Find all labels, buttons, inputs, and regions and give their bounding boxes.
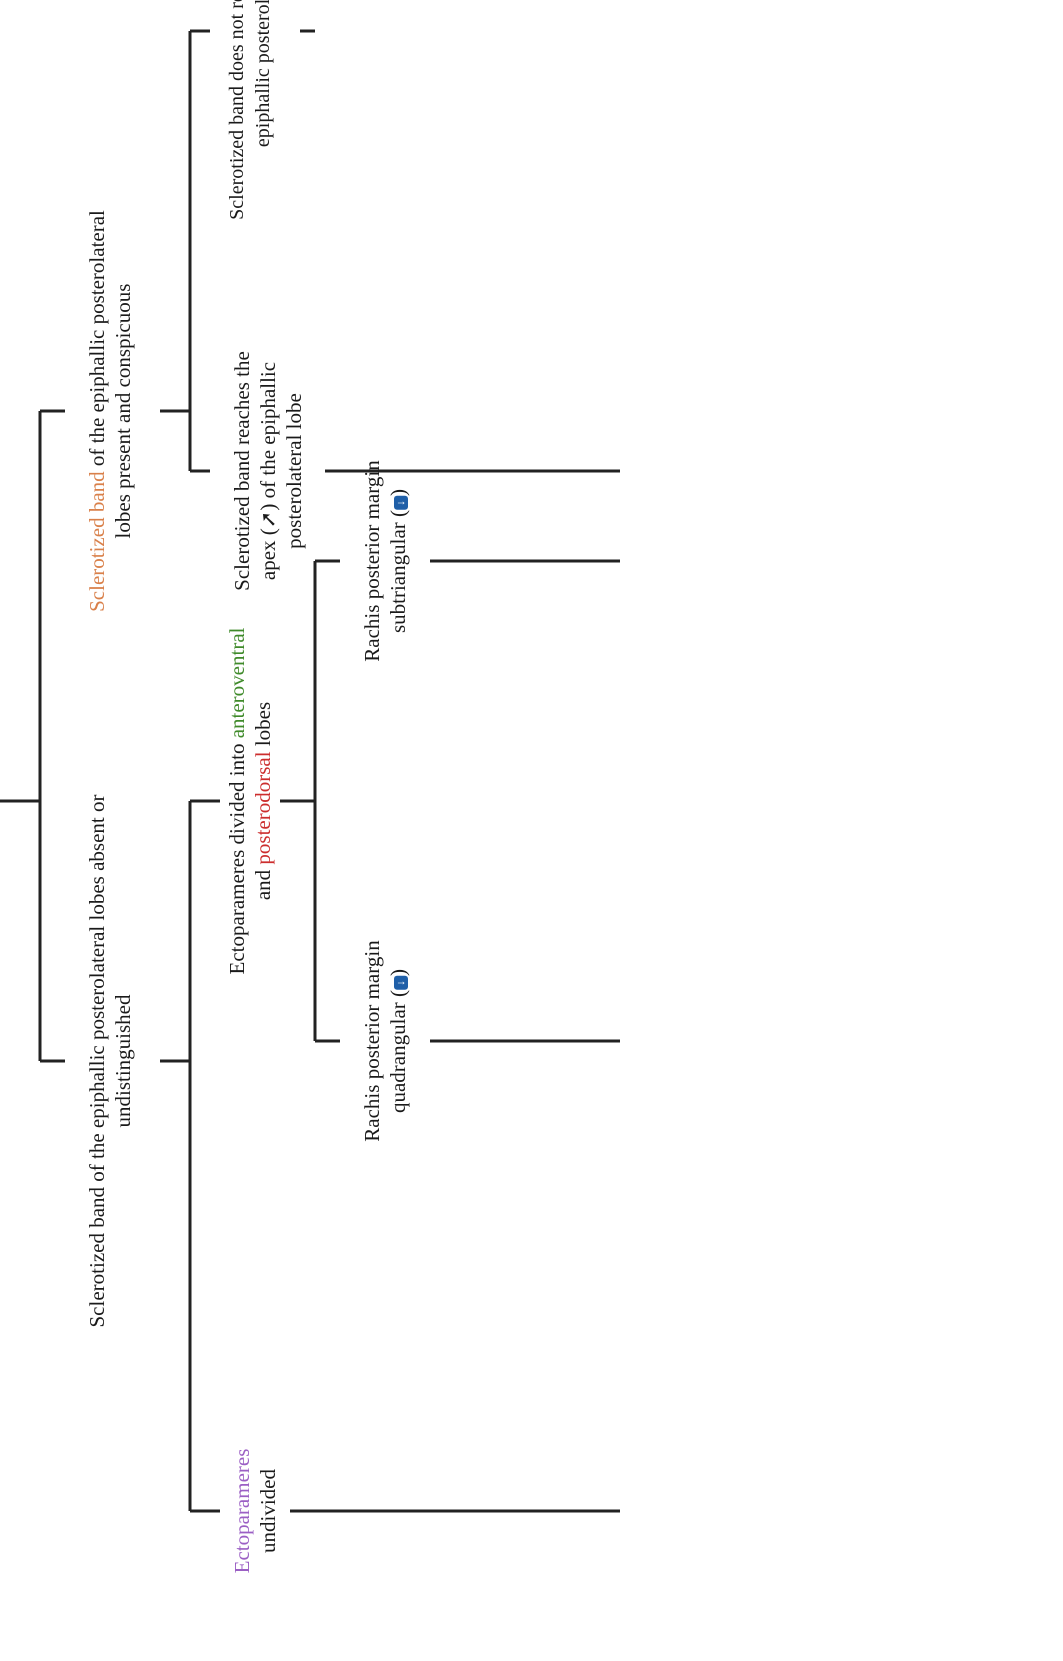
subtriangular-text: subtriangular ( bbox=[386, 510, 410, 633]
subtriangular-line1: Rachis posterior margin bbox=[359, 460, 385, 661]
not-reach-line2: epiphallic posterolateral lobe bbox=[250, 0, 276, 220]
node-band-present-rest: of the epiphallic posterolateral bbox=[85, 210, 109, 471]
reaches-line3: posterolateral lobe bbox=[281, 351, 307, 591]
quadrangular-text: quadrangular ( bbox=[386, 990, 410, 1113]
subtriangular-close: ) bbox=[386, 489, 410, 496]
node-quadrangular: Rachis posterior margin quadrangular (↓) bbox=[359, 940, 411, 1141]
lobes-text: lobes bbox=[251, 702, 275, 752]
reaches-line1: Sclerotized band reaches the bbox=[229, 351, 255, 591]
black-arrow-icon: ➚ bbox=[256, 511, 280, 529]
reaches-line2: apex (➚) of the epiphallic bbox=[255, 351, 281, 591]
node-not-reach: Sclerotized band does not reach the apex… bbox=[224, 0, 276, 220]
node-subtriangular: Rachis posterior margin subtriangular (↓… bbox=[359, 460, 411, 661]
quadrangular-line2: quadrangular (↓) bbox=[385, 940, 411, 1141]
node-divided-line1: Ectoparameres divided into anteroventral bbox=[224, 628, 250, 975]
posterodorsal-label: posterodorsal bbox=[251, 751, 275, 864]
blue-arrow-icon: ↓ bbox=[394, 976, 408, 990]
node-band-present-line2: lobes present and conspicuous bbox=[110, 210, 136, 612]
node-band-present-line1: Sclerotized band of the epiphallic poste… bbox=[84, 210, 110, 612]
quadrangular-line1: Rachis posterior margin bbox=[359, 940, 385, 1141]
not-reach-line1: Sclerotized band does not reach the apex… bbox=[224, 0, 250, 220]
undivided-label: undivided bbox=[255, 1449, 281, 1574]
node-band-absent: Sclerotized band of the epiphallic poste… bbox=[84, 781, 136, 1341]
node-divided: Ectoparameres divided into anteroventral… bbox=[224, 628, 276, 975]
node-band-absent-line: Sclerotized band of the epiphallic poste… bbox=[84, 781, 136, 1341]
sclerotized-band-label: Sclerotized band bbox=[85, 471, 109, 612]
ectoparameres-label: Ectoparameres bbox=[229, 1449, 255, 1574]
blue-arrow-icon: ↓ bbox=[394, 496, 408, 510]
reaches-text-b: ) of the epiphallic bbox=[256, 362, 280, 511]
reaches-text-a: apex ( bbox=[256, 528, 280, 580]
quadrangular-close: ) bbox=[386, 969, 410, 976]
divided-text: Ectoparameres divided into bbox=[225, 738, 249, 974]
subtriangular-line2: subtriangular (↓) bbox=[385, 460, 411, 661]
node-undivided: Ectoparameres undivided bbox=[229, 1449, 281, 1574]
node-band-present: Sclerotized band of the epiphallic poste… bbox=[84, 210, 136, 612]
node-reaches-apex: Sclerotized band reaches the apex (➚) of… bbox=[229, 351, 307, 591]
anteroventral-label: anteroventral bbox=[225, 628, 249, 739]
node-divided-line2: and posterodorsal lobes bbox=[250, 628, 276, 975]
and-text: and bbox=[251, 865, 275, 901]
